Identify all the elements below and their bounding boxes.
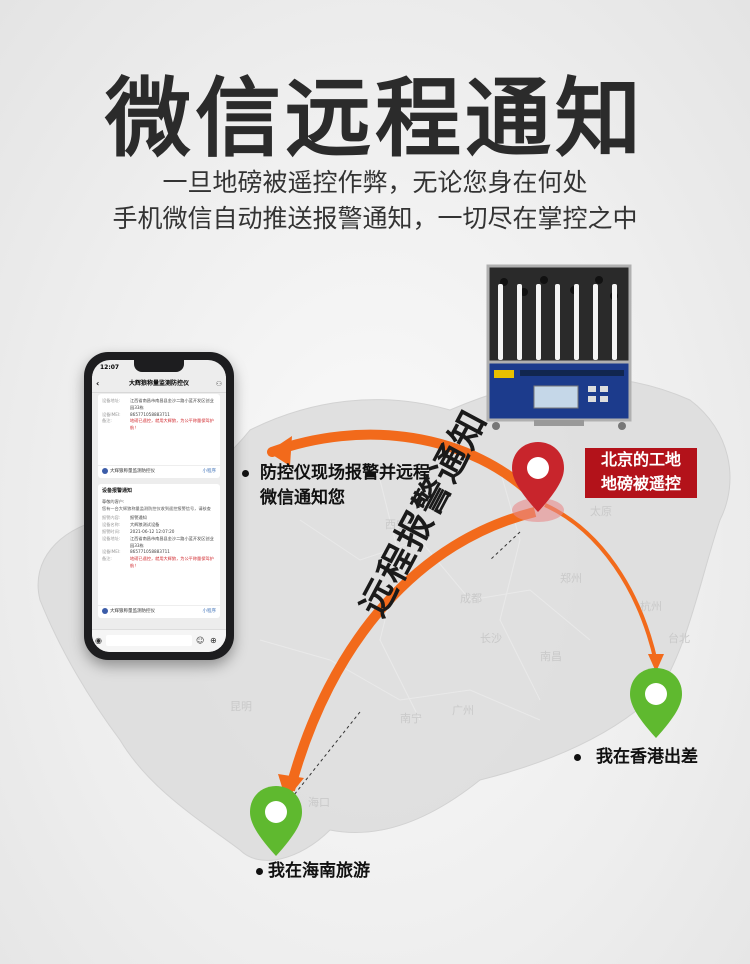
- chat-title: 大辉狼称量监测防控仪: [128, 380, 189, 387]
- dashed-leader: [289, 711, 361, 801]
- bullet-dot: [256, 868, 263, 875]
- svg-text:南宁: 南宁: [400, 711, 422, 725]
- chat-input[interactable]: [106, 635, 192, 646]
- alarm-label-line2: 微信通知您: [260, 488, 345, 508]
- plus-icon[interactable]: ⊕: [210, 636, 217, 645]
- emoji-icon[interactable]: ☺: [196, 636, 205, 645]
- phone-screen: 12:07 ‹ 大辉狼称量监测防控仪 ⚇ 设备地址:江西省南昌市南昌县金沙二路小…: [92, 360, 226, 652]
- hongkong-label: 我在香港出差: [596, 747, 698, 767]
- svg-text:南昌: 南昌: [540, 650, 562, 663]
- svg-text:长沙: 长沙: [480, 632, 502, 645]
- anti-control-device-image: [486, 264, 632, 430]
- arrow-head-phone: [268, 436, 292, 466]
- field-row: 设备IMEI:865771058883711: [102, 549, 170, 555]
- green-location-pin-hongkong-icon: [630, 668, 682, 738]
- svg-text:成都: 成都: [460, 592, 482, 605]
- field-row: 设备地址:江西省南昌市南昌县金沙二路小蓝开发区创业园33栋: [102, 535, 214, 548]
- page-title: 微信远程通知: [105, 69, 645, 169]
- intro: 您有一台大辉狼称量监测防控仪收到遥控报警信号，请核查: [102, 505, 211, 511]
- hainan-label: 我在海南旅游: [268, 861, 370, 881]
- notification-card-2[interactable]: 设备报警通知 尊敬的客户: 您有一台大辉狼称量监测防控仪收到遥控报警信号，请核查…: [98, 484, 220, 618]
- voice-icon[interactable]: ◉: [95, 636, 102, 645]
- field-row: 备注:地磅已遥控，就用大辉狼，为公平称量保驾护航！: [102, 556, 214, 568]
- phone-mockup: 12:07 ‹ 大辉狼称量监测防控仪 ⚇ 设备地址:江西省南昌市南昌县金沙二路小…: [84, 352, 234, 660]
- green-location-pin-hainan-icon: [250, 786, 302, 856]
- svg-text:台北: 台北: [668, 631, 690, 645]
- app-logo-icon: [102, 607, 108, 614]
- svg-text:杭州: 杭州: [640, 599, 662, 613]
- card-footer: 大辉狼称量监测防控仪 小程序: [98, 605, 220, 618]
- phone-notch: [134, 360, 184, 372]
- subtitle-line-1: 一旦地磅被遥控作弊，无论您身在何处: [162, 168, 588, 197]
- subtitle-line-2: 手机微信自动推送报警通知，一切尽在掌控之中: [112, 204, 638, 233]
- svg-text:西宁: 西宁: [385, 517, 407, 531]
- map-place-names: 西宁 成都 郑州 长沙 南昌 南宁 广州 昆明 杭州 台北 海口 太原: [230, 505, 690, 809]
- dashed-leader-2: [489, 531, 521, 561]
- bullet-dot: [574, 754, 581, 761]
- field-row: 报警时间:2021-06-12 12:07:20: [102, 528, 175, 534]
- chat-header: ‹ 大辉狼称量监测防控仪 ⚇: [92, 376, 226, 393]
- card-heading: 设备报警通知: [102, 488, 133, 494]
- mini-program-link[interactable]: 小程序: [202, 609, 217, 614]
- svg-text:海口: 海口: [308, 795, 330, 809]
- arrow-to-phone: [267, 429, 545, 507]
- field-row: 设备名称:大辉狼测试设备: [102, 522, 160, 528]
- field-row: 报警内容:报警通知: [102, 515, 147, 521]
- app-logo-icon: [102, 467, 108, 474]
- field-row: 设备IMEI:865771058883711: [102, 411, 170, 417]
- mini-program-link[interactable]: 小程序: [202, 469, 217, 474]
- source-label-box: 北京的工地 地磅被遥控: [585, 448, 697, 498]
- svg-text:郑州: 郑州: [560, 571, 582, 585]
- chat-input-bar: ◉ ☺ ⊕: [92, 629, 226, 652]
- source-label-line1: 北京的工地: [600, 450, 681, 469]
- notification-card-1[interactable]: 设备地址:江西省南昌市南昌县金沙二路小蓝开发区创业园33栋 设备IMEI:865…: [98, 394, 220, 478]
- arrow-head-hongkong: [648, 654, 664, 672]
- map-borders: [259, 469, 591, 721]
- svg-text:昆明: 昆明: [230, 700, 252, 713]
- source-label-line2: 地磅被遥控: [600, 474, 681, 493]
- svg-text:太原: 太原: [590, 505, 612, 518]
- alarm-label-line1: 防控仪现场报警并远程: [260, 463, 430, 483]
- field-row: 备注:地磅已遥控，就用大辉狼，为公平称量保驾护航！: [102, 418, 214, 431]
- field-row: 设备地址:江西省南昌市南昌县金沙二路小蓝开发区创业园33栋: [102, 398, 214, 410]
- arrow-to-hongkong: [544, 503, 658, 663]
- user-icon[interactable]: ⚇: [215, 380, 222, 388]
- arrow-to-hainan: [285, 507, 537, 792]
- card-footer: 大辉狼称量监测防控仪 小程序: [98, 465, 220, 478]
- back-arrow-icon[interactable]: ‹: [96, 379, 100, 388]
- bullet-dot: [242, 470, 249, 477]
- svg-text:广州: 广州: [452, 704, 474, 717]
- greeting: 尊敬的客户:: [102, 498, 125, 504]
- status-time: 12:07: [100, 364, 120, 371]
- red-location-pin-icon: [512, 442, 564, 522]
